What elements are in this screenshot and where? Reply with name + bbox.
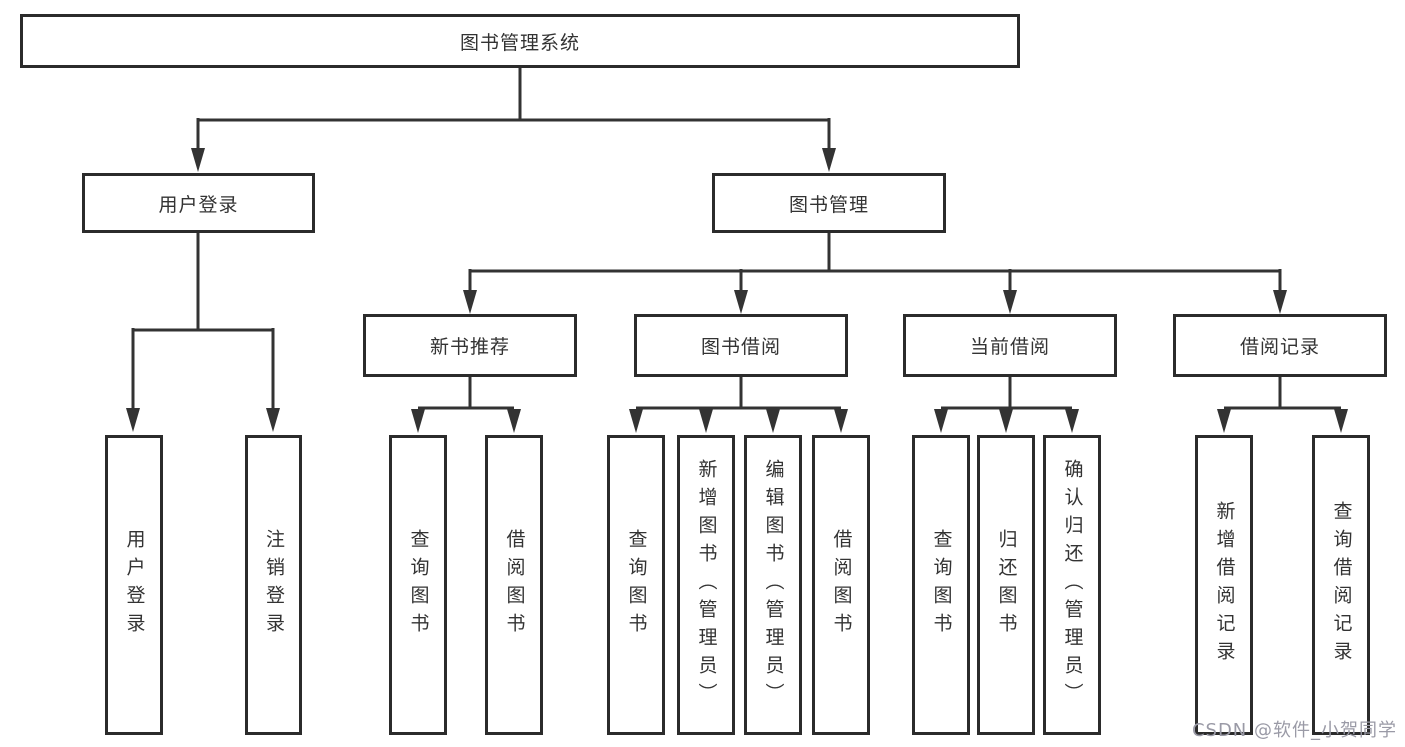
arrow-down-icon: [1273, 290, 1287, 314]
node-user-login: 用户登录: [82, 173, 315, 233]
node-label: 图书借阅: [700, 336, 781, 358]
arrow-down-icon: [1003, 290, 1017, 314]
node-leaf-logout: 注销登录: [245, 435, 302, 735]
node-label: 新书推荐: [429, 336, 510, 358]
node-label: 查询图书: [407, 529, 430, 641]
arrow-down-icon: [507, 409, 521, 433]
node-label: 确认归还（管理员）: [1061, 459, 1084, 711]
node-label: 图书管理系统: [459, 31, 580, 54]
arrow-down-icon: [934, 409, 948, 433]
node-label: 编辑图书（管理员）: [762, 459, 785, 711]
node-label: 借阅图书: [503, 529, 526, 641]
arrow-down-icon: [699, 409, 713, 433]
node-label: 用户登录: [158, 193, 239, 216]
arrow-down-icon: [191, 148, 205, 172]
node-label: 注销登录: [263, 529, 285, 641]
node-leaf-user-login: 用户登录: [105, 435, 163, 735]
node-return-books: 归还图书: [977, 435, 1035, 735]
node-label: 新增借阅记录: [1213, 501, 1236, 669]
node-add-borrow-record: 新增借阅记录: [1195, 435, 1253, 735]
node-label: 用户登录: [123, 529, 146, 641]
node-edit-books-admin: 编辑图书（管理员）: [744, 435, 802, 735]
arrow-down-icon: [1334, 409, 1348, 433]
node-label: 借阅图书: [830, 529, 853, 641]
node-label: 查询借阅记录: [1330, 501, 1353, 669]
node-query-borrow-record: 查询借阅记录: [1312, 435, 1370, 735]
arrow-down-icon: [266, 408, 280, 432]
node-root: 图书管理系统: [20, 14, 1020, 68]
node-query-books-1: 查询图书: [389, 435, 447, 735]
csdn-watermark: CSDN @软件_小贺同学: [1191, 720, 1397, 741]
arrow-down-icon: [411, 409, 425, 433]
node-book-management: 图书管理: [712, 173, 946, 233]
node-label: 归还图书: [995, 529, 1018, 641]
node-label: 图书管理: [788, 193, 869, 216]
arrow-down-icon: [766, 409, 780, 433]
node-borrow-books-2: 借阅图书: [812, 435, 870, 735]
node-add-books-admin: 新增图书（管理员）: [677, 435, 735, 735]
node-label: 查询图书: [930, 529, 953, 641]
arrow-down-icon: [629, 409, 643, 433]
arrow-down-icon: [126, 408, 140, 432]
arrow-down-icon: [463, 290, 477, 314]
node-label: 查询图书: [625, 529, 648, 641]
node-confirm-return-admin: 确认归还（管理员）: [1043, 435, 1101, 735]
node-query-books-2: 查询图书: [607, 435, 665, 735]
arrow-down-icon: [1217, 409, 1231, 433]
arrow-down-icon: [999, 409, 1013, 433]
node-label: 当前借阅: [969, 336, 1050, 358]
arrow-down-icon: [822, 148, 836, 172]
node-borrow-books-1: 借阅图书: [485, 435, 543, 735]
node-query-books-3: 查询图书: [912, 435, 970, 735]
arrow-down-icon: [1065, 409, 1079, 433]
node-current-borrow: 当前借阅: [903, 314, 1117, 377]
node-label: 新增图书（管理员）: [695, 459, 718, 711]
node-label: 借阅记录: [1239, 336, 1320, 358]
arrow-down-icon: [834, 409, 848, 433]
node-book-borrow: 图书借阅: [634, 314, 848, 377]
arrow-down-icon: [734, 290, 748, 314]
node-borrow-records: 借阅记录: [1173, 314, 1387, 377]
node-new-book-recommend: 新书推荐: [363, 314, 577, 377]
